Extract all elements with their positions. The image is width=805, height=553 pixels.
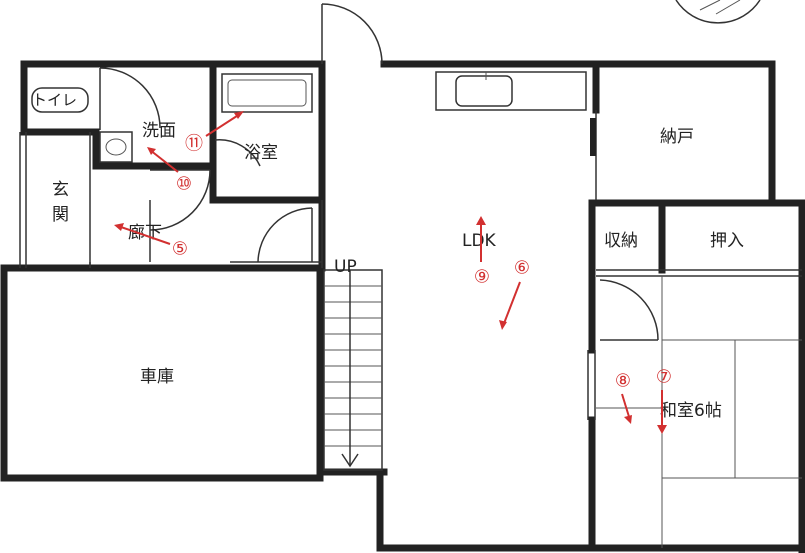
label-entrance-1: 玄 xyxy=(52,180,69,200)
photo-marker-5: ⑤ xyxy=(114,223,188,260)
photo-marker-11: ⑪ xyxy=(185,111,244,155)
photo-marker-8-label: ⑧ xyxy=(615,371,631,392)
photo-marker-10: ⑩ xyxy=(147,147,192,195)
photo-marker-8: ⑧ xyxy=(615,371,632,424)
label-garage: 車庫 xyxy=(140,367,174,387)
label-bathroom: 浴室 xyxy=(244,143,278,163)
photo-marker-5-label: ⑤ xyxy=(172,239,188,260)
photo-marker-9: ⑨ xyxy=(474,216,490,288)
photo-markers: ⑤ ⑥ ⑦ ⑧ ⑨ ⑩ xyxy=(114,111,672,434)
photo-marker-6-label: ⑥ xyxy=(514,258,530,279)
photo-marker-7: ⑦ xyxy=(656,367,672,434)
label-closet: 押入 xyxy=(710,231,744,251)
label-storage: 収納 xyxy=(604,231,638,251)
door-swings xyxy=(99,0,761,341)
label-washroom: 洗面 xyxy=(142,121,176,141)
photo-marker-6: ⑥ xyxy=(499,258,530,330)
label-washitsu: 和室6帖 xyxy=(660,401,722,421)
label-toilet: トイレ xyxy=(32,91,77,109)
room-labels: トイレ 洗面 浴室 玄 関 廊下 LDK 納戸 収納 押入 車庫 和室6帖 UP xyxy=(32,91,744,421)
interior-lines xyxy=(19,71,802,548)
photo-marker-7-label: ⑦ xyxy=(656,367,672,388)
label-stairs-up: UP xyxy=(334,257,357,277)
label-ldk: LDK xyxy=(462,231,497,251)
label-storeroom: 納戸 xyxy=(660,127,694,147)
photo-marker-10-label: ⑩ xyxy=(176,174,192,195)
staircase xyxy=(323,269,383,471)
photo-marker-9-label: ⑨ xyxy=(474,267,490,288)
label-entrance-2: 関 xyxy=(52,205,69,225)
photo-marker-11-label: ⑪ xyxy=(185,134,203,155)
